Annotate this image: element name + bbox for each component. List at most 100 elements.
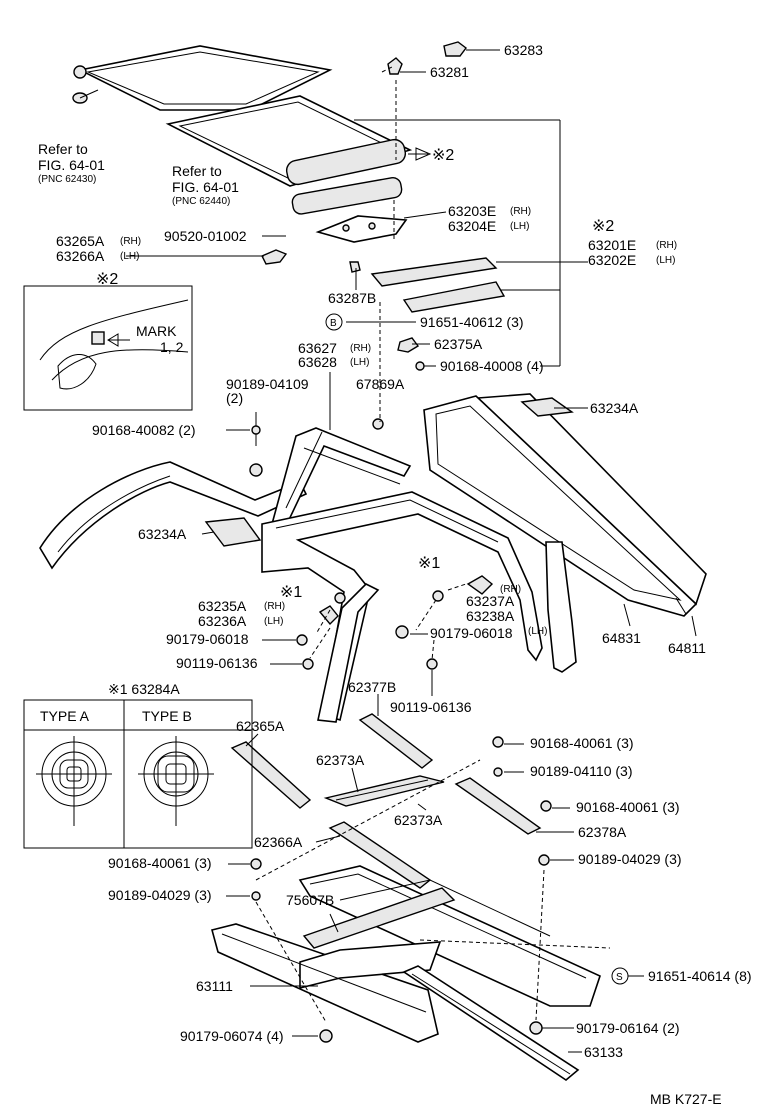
label-90168-40061b: 90168-40061 (3) (576, 799, 680, 815)
label-lh3: (LH) (656, 255, 675, 266)
label-lh2: (LH) (120, 251, 139, 262)
side-rail-left (39, 461, 308, 570)
weatherstrip-62377b (358, 713, 434, 769)
label-62365a: 62365A (236, 718, 285, 734)
label-rh4: (RH) (350, 343, 371, 354)
panel-hinge-bracket (285, 138, 407, 215)
label-90189-04029a: 90189-04029 (3) (578, 851, 682, 867)
label-90179-06074: 90179-06074 (4) (180, 1028, 284, 1044)
ref2-text: Refer to (172, 163, 222, 179)
label-q2: (2) (226, 390, 243, 406)
diagram-code: MB K727-E (650, 1091, 722, 1107)
bracket-63234a-left (204, 517, 262, 547)
part-labels: 63283 63281 ※2 63203E (RH) 63204E (LH) 6… (56, 42, 752, 1107)
label-63627: 63627 (298, 340, 337, 356)
inset-mark-text: MARK (136, 323, 177, 339)
label-63237a: 63237A (466, 593, 515, 609)
ref1-fig: FIG. 64-01 (38, 157, 105, 173)
label-63201e: 63201E (588, 237, 636, 253)
latch-bracket-63203e (261, 215, 408, 273)
label-rh6: (RH) (500, 584, 521, 595)
label-67869a: 67869A (356, 376, 405, 392)
inset-mark-box (23, 285, 193, 411)
label-63111: 63111 (196, 978, 233, 994)
label-63628: 63628 (298, 354, 337, 370)
label-lh4: (LH) (350, 357, 369, 368)
ref2-pnc: (PNC 62440) (172, 196, 230, 207)
label-90179-06018b: 90179-06018 (430, 625, 513, 641)
rail-63201e (370, 257, 506, 371)
type-box-header: ※1 63284A (108, 681, 180, 697)
retainer-75607b (302, 887, 456, 949)
label-63234a-left: 63234A (138, 526, 187, 542)
ref1-text: Refer to (38, 141, 88, 157)
label-90520: 90520-01002 (164, 228, 247, 244)
type-b-label: TYPE B (142, 708, 192, 724)
label-75607b: 75607B (286, 892, 334, 908)
s-circle (611, 967, 629, 985)
label-62378a: 62378A (578, 824, 627, 840)
rear-roof-panel (72, 45, 333, 111)
ref2-fig: FIG. 64-01 (172, 179, 239, 195)
clip-63235a (296, 592, 346, 670)
inset-mark-nums: 1, 2 (160, 339, 184, 355)
rail-63133 (402, 965, 580, 1081)
roof-panel-63111 (298, 865, 601, 1007)
label-62366a: 62366A (254, 834, 303, 850)
weatherstrip-62365a (230, 741, 312, 809)
label-63202e: 63202E (588, 252, 636, 268)
note-1a: ※1 (280, 584, 302, 601)
label-90179-06018a: 90179-06018 (166, 631, 249, 647)
note-2b: ※2 (592, 218, 614, 235)
note-2a: ※2 (432, 147, 454, 164)
label-63283: 63283 (504, 42, 543, 58)
weatherstrip-62378a (454, 777, 542, 835)
type-a-b-box (23, 699, 253, 849)
label-90168-40061a: 90168-40061 (3) (530, 735, 634, 751)
label-90119-06136b: 90119-06136 (390, 699, 472, 715)
label-63236a: 63236A (198, 613, 247, 629)
label-63204e: 63204E (448, 218, 496, 234)
b-mark-text: B (330, 318, 337, 329)
label-rh2: (RH) (120, 236, 141, 247)
label-rh1: (RH) (510, 206, 531, 217)
label-63266a: 63266A (56, 248, 105, 264)
screw-90168-40061 (250, 736, 552, 1043)
label-62373a-2: 62373A (394, 812, 443, 828)
label-63265a: 63265A (56, 233, 105, 249)
frame-63111 (211, 923, 442, 1043)
latch-63283 (387, 41, 467, 75)
label-90168-40082: 90168-40082 (2) (92, 422, 196, 438)
label-62375a: 62375A (434, 336, 483, 352)
label-lh6: (LH) (528, 626, 547, 637)
reference-text: Refer to FIG. 64-01 (PNC 62430) Refer to… (38, 141, 239, 207)
label-64811: 64811 (668, 640, 706, 656)
label-63203e: 63203E (448, 203, 496, 219)
screw-90168-40082 (249, 418, 384, 477)
label-63234a-right: 63234A (590, 400, 639, 416)
label-63235a: 63235A (198, 598, 247, 614)
ref1-pnc: (PNC 62430) (38, 174, 96, 185)
label-62377b: 62377B (348, 679, 396, 695)
label-62373a-1: 62373A (316, 752, 365, 768)
label-63287b: 63287B (328, 290, 376, 306)
inset-header: ※2 (96, 271, 118, 288)
label-90179-06164: 90179-06164 (2) (576, 1020, 680, 1036)
bracket-63234a-right (520, 397, 574, 417)
note-1b: ※1 (418, 555, 440, 572)
label-lh5: (LH) (264, 616, 283, 627)
label-63238a: 63238A (466, 608, 515, 624)
clip-63237a (395, 575, 494, 670)
label-90189-04029b: 90189-04029 (3) (108, 887, 212, 903)
label-64831: 64831 (602, 630, 641, 646)
weatherstrip-62373a (323, 775, 445, 807)
label-90168-40008: 90168-40008 (4) (440, 358, 544, 374)
label-63281: 63281 (430, 64, 469, 80)
label-rh5: (RH) (264, 601, 285, 612)
insert-cover-panel (423, 393, 707, 617)
label-91651-40614: 91651-40614 (8) (648, 968, 752, 984)
s-mark-text: S (616, 972, 623, 983)
label-90119-06136a: 90119-06136 (176, 655, 258, 671)
label-63133: 63133 (584, 1044, 623, 1060)
